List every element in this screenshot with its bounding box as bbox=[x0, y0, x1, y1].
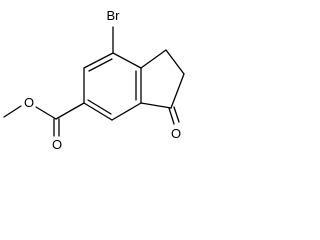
bond-c1-c2 bbox=[165, 49, 185, 75]
ester-oxygen-label: O bbox=[24, 95, 34, 110]
ketone-oxygen-label: O bbox=[171, 126, 181, 141]
bond-c4-c5 bbox=[83, 102, 113, 121]
bond-c3-o-a bbox=[168, 107, 175, 125]
bromine-label: Br bbox=[107, 8, 121, 23]
bond-c7-c7a bbox=[112, 52, 142, 69]
bond-c5-carbonyl bbox=[55, 102, 85, 120]
bond-c3-o-b bbox=[173, 106, 180, 123]
bond-carbonyl-ester-o bbox=[35, 106, 57, 120]
bond-c3-c3a bbox=[140, 102, 172, 109]
bond-ester-o-methyl bbox=[3, 105, 22, 118]
bond-c3a-c4 bbox=[111, 102, 142, 121]
bond-c6-c7-inner bbox=[88, 58, 113, 72]
bond-c2-c3 bbox=[170, 73, 185, 109]
molecule-diagram: Br O O O bbox=[0, 0, 211, 177]
bond-c7a-c1 bbox=[140, 49, 167, 69]
bond-c6-c7 bbox=[83, 52, 114, 69]
structure-canvas: Br O O O bbox=[3, 8, 185, 152]
carbonyl-oxygen-label: O bbox=[52, 137, 62, 152]
bond-c4-c5-inner bbox=[87, 99, 112, 115]
